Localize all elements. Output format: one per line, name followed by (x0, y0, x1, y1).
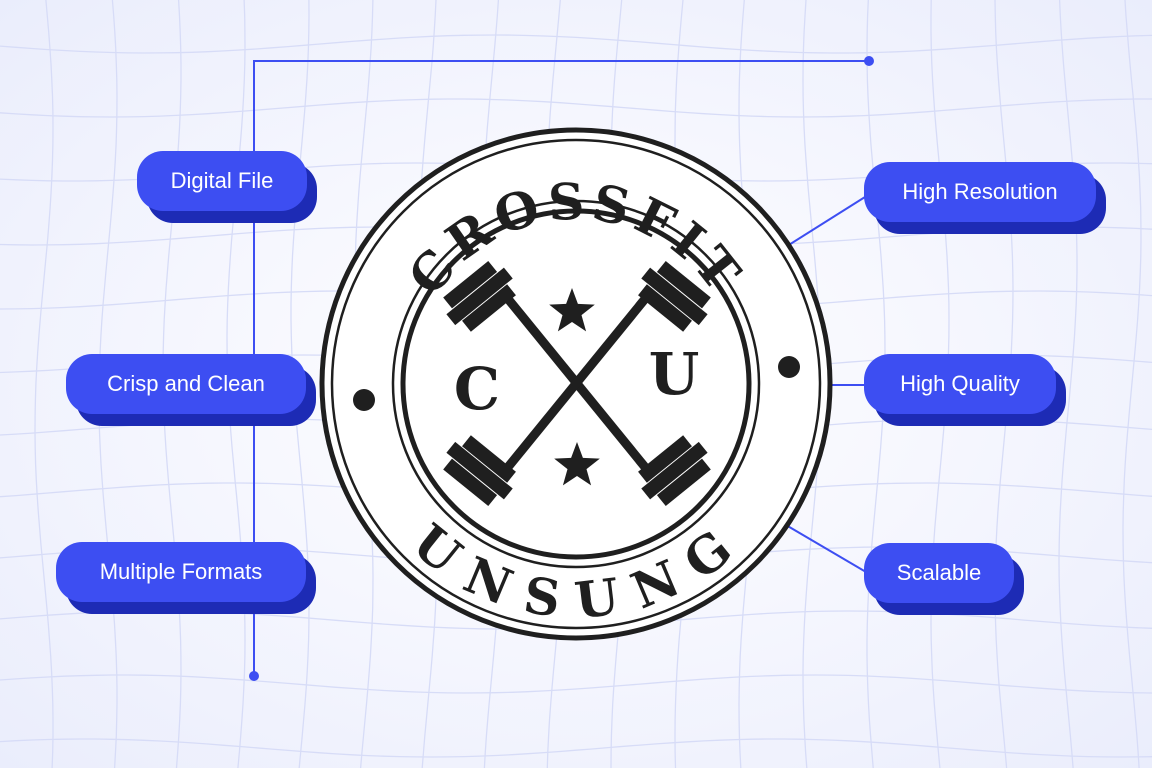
feature-high-quality: High Quality (864, 354, 1066, 426)
crossfit-unsung-emblem: CROSSFIT UNSUNG C U (319, 127, 833, 641)
star-icon (549, 288, 595, 332)
feature-digital-file: Digital File (137, 151, 317, 223)
emblem-right-letter: U (649, 340, 700, 408)
emblem-left-letter: C (454, 355, 500, 423)
separator-dot (778, 356, 800, 378)
left-bracket-line (253, 60, 869, 676)
feature-high-resolution: High Resolution (864, 162, 1106, 234)
separator-dot (353, 389, 375, 411)
feature-label: High Quality (864, 354, 1056, 414)
feature-label: Multiple Formats (56, 542, 306, 602)
feature-crisp-and-clean: Crisp and Clean (66, 354, 316, 426)
feature-label: Crisp and Clean (66, 354, 306, 414)
feature-label: Digital File (137, 151, 307, 211)
feature-label: Scalable (864, 543, 1014, 603)
connector-dot (864, 56, 874, 66)
grid-line (0, 34, 1152, 54)
grid-line (0, 738, 1152, 758)
grid-line (34, 0, 54, 768)
connector-dot (249, 671, 259, 681)
feature-label: High Resolution (864, 162, 1096, 222)
feature-multiple-formats: Multiple Formats (56, 542, 316, 614)
grid-line (1122, 0, 1142, 768)
crossed-barbells-icon (443, 260, 711, 507)
grid-line (0, 674, 1152, 694)
grid-line (1058, 0, 1078, 768)
grid-line (0, 98, 1152, 118)
star-icon (554, 442, 600, 486)
feature-scalable: Scalable (864, 543, 1024, 615)
